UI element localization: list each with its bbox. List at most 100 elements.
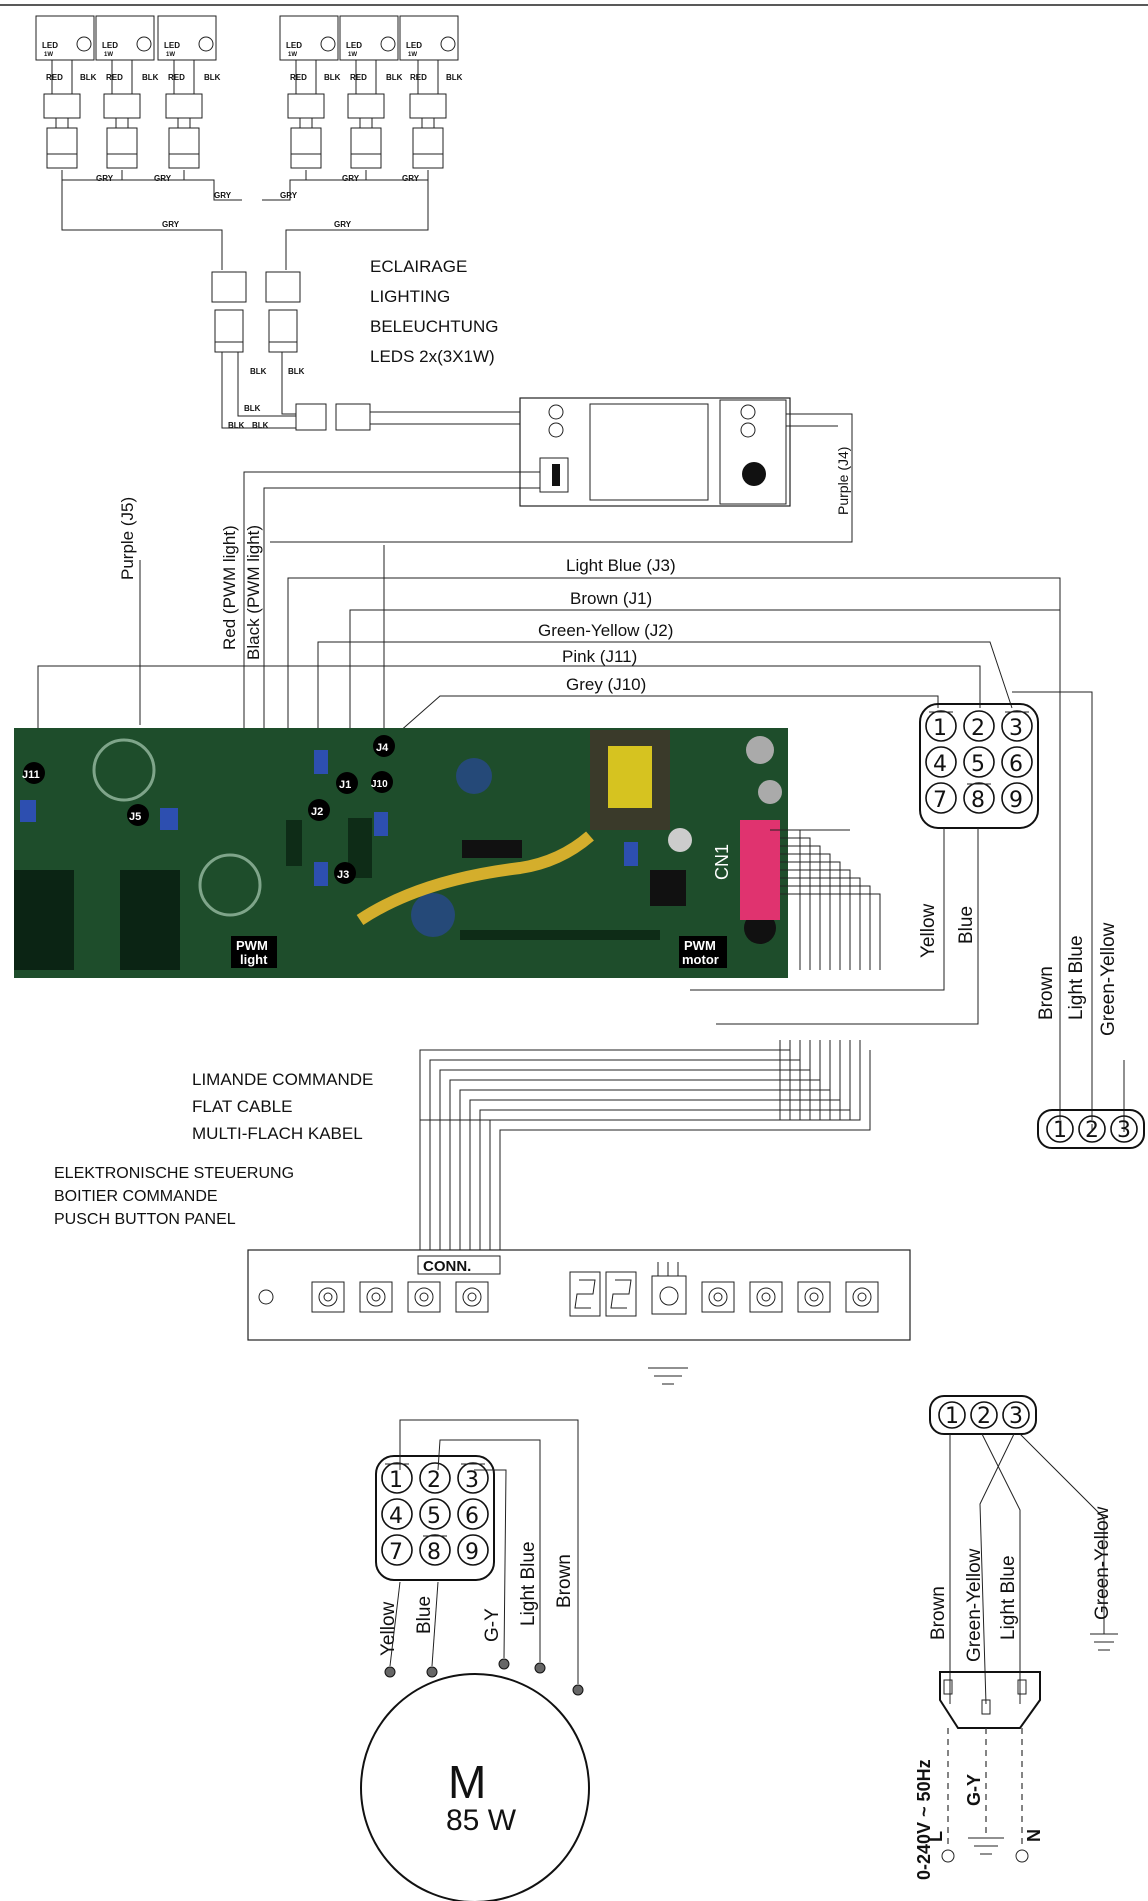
panel-button[interactable] [749,1281,783,1313]
svg-text:85 W: 85 W [446,1804,517,1837]
mains-plug [939,1671,1041,1729]
svg-text:PWM: PWM [684,938,716,953]
svg-text:Light Blue: Light Blue [1066,935,1087,1020]
lamp-connector-top [347,93,385,119]
svg-text:Yellow: Yellow [378,1601,399,1656]
svg-text:1W: 1W [44,52,53,58]
led-lamp-2: LED 1W [95,15,155,61]
svg-text:G-Y: G-Y [964,1774,984,1806]
lamp-connector-bottom [412,127,444,155]
led-lamp-5: LED 1W [339,15,399,61]
board-markers: J11 J5 J1 J2 J3 J4 J10 CN1 PWM light PWM… [22,735,732,968]
pin-label: 3 [465,1468,479,1493]
pin-label: 5 [427,1504,441,1529]
svg-text:FLAT CABLE: FLAT CABLE [192,1097,292,1116]
panel-button[interactable] [359,1281,393,1313]
svg-text:BLK: BLK [244,404,261,413]
svg-text:LIMANDE COMMANDE: LIMANDE COMMANDE [192,1070,373,1089]
svg-text:PWM: PWM [236,938,268,953]
svg-text:GRY: GRY [342,174,360,183]
pin-label: 2 [427,1468,441,1493]
svg-text:1W: 1W [348,52,357,58]
panel-button[interactable] [701,1281,735,1313]
svg-text:LED: LED [102,41,118,50]
pin-label: 2 [971,716,985,741]
svg-text:RED: RED [46,73,63,82]
svg-text:Red (PWM light): Red (PWM light) [220,525,239,650]
svg-text:ELEKTRONISCHE STEUERUNG: ELEKTRONISCHE STEUERUNG [54,1165,294,1182]
svg-text:RED: RED [168,73,185,82]
panel-button[interactable] [845,1281,879,1313]
svg-text:1W: 1W [288,52,297,58]
svg-text:GRY: GRY [154,174,172,183]
lamp-connector-bottom [350,127,382,155]
pin-label: 7 [933,788,947,813]
push-button-panel-label: ELEKTRONISCHE STEUERUNG BOITIER COMMANDE… [54,1165,294,1228]
svg-text:LED: LED [42,41,58,50]
svg-text:Pink (J11): Pink (J11) [562,647,637,666]
push-button-panel: CONN. [247,1249,911,1385]
lighting-label-block: ECLAIRAGE LIGHTING BELEUCHTUNG LEDS 2x(3… [370,257,498,366]
svg-text:BLK: BLK [386,73,403,82]
pin-label: 3 [1009,716,1023,741]
svg-text:Black (PWM light): Black (PWM light) [244,525,263,660]
pin-label: 4 [933,752,947,777]
pin-label: 8 [971,788,985,813]
svg-text:J5: J5 [129,811,141,823]
svg-text:BLK: BLK [142,73,159,82]
lamp-connector-bottom [106,127,138,155]
svg-text:Green-Yellow: Green-Yellow [1098,922,1119,1036]
svg-text:Blue: Blue [414,1596,435,1634]
panel-button[interactable] [407,1281,441,1313]
led-driver-module [519,397,791,507]
svg-text:BLK: BLK [288,367,305,376]
svg-text:light: light [240,952,268,967]
svg-text:Light Blue: Light Blue [998,1555,1019,1640]
svg-text:LIGHTING: LIGHTING [370,287,450,306]
panel-button[interactable] [455,1281,489,1313]
svg-text:Green-Yellow (J2): Green-Yellow (J2) [538,621,673,640]
svg-text:LEDS 2x(3X1W): LEDS 2x(3X1W) [370,347,495,366]
svg-text:Blue: Blue [956,906,977,944]
lamp-connector-top [287,93,325,119]
led-lamp-1: LED 1W [35,15,95,61]
svg-text:Green-Yellow: Green-Yellow [964,1548,985,1662]
svg-text:RED: RED [410,73,427,82]
led-lamps-group: LED 1W LED 1W LED 1W LED 1W LED 1W [35,15,463,270]
lamp-connector-bottom [168,127,200,155]
svg-text:RED: RED [106,73,123,82]
pin-label: 2 [977,1404,991,1429]
svg-text:Green-Yellow: Green-Yellow [1092,1506,1113,1620]
svg-text:M: M [448,1756,486,1808]
pin-label: 3 [1117,1118,1131,1143]
svg-text:J10: J10 [371,779,388,790]
svg-text:RED: RED [290,73,307,82]
control-board [14,728,788,978]
svg-text:BLK: BLK [324,73,341,82]
svg-text:Light Blue: Light Blue [518,1541,539,1626]
pin-label: 5 [971,752,985,777]
svg-text:GRY: GRY [280,191,298,200]
svg-text:BLK: BLK [80,73,97,82]
svg-text:LED: LED [406,41,422,50]
svg-text:BLK: BLK [204,73,221,82]
panel-button[interactable] [311,1281,345,1313]
pin-label: 3 [1009,1404,1023,1429]
panel-button[interactable] [797,1281,831,1313]
pin-label: 6 [1009,752,1023,777]
lamp-connector-top [43,93,81,119]
svg-text:J11: J11 [22,769,40,781]
lamp-connector-top [103,93,141,119]
svg-text:BELEUCHTUNG: BELEUCHTUNG [370,317,498,336]
svg-text:J4: J4 [376,742,389,754]
flat-cable: LIMANDE COMMANDE FLAT CABLE MULTI-FLACH … [192,829,881,1254]
svg-text:Purple (J4): Purple (J4) [835,447,851,515]
lamp-connector-top [165,93,203,119]
led-lamp-4: LED 1W [279,15,339,61]
pin-label: 6 [465,1504,479,1529]
svg-text:BLK: BLK [252,421,269,430]
svg-text:Brown (J1): Brown (J1) [570,589,652,608]
svg-text:Brown: Brown [1036,966,1057,1020]
pin-label: 9 [465,1540,479,1565]
